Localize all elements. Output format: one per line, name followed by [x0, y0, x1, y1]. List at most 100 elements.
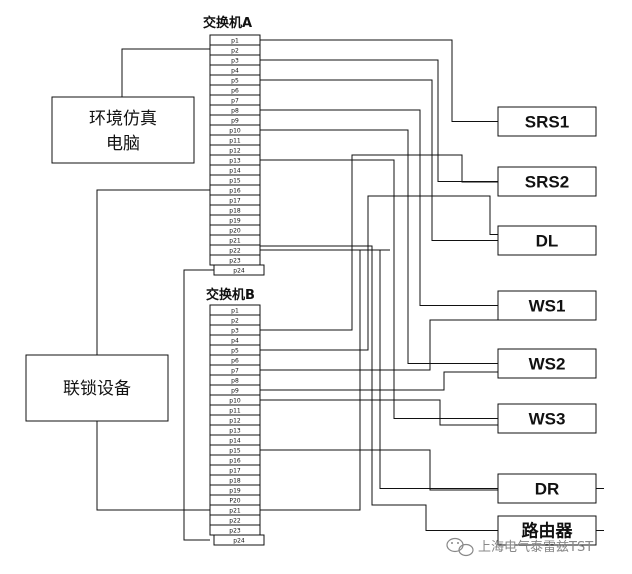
switch-a-port-label: p23 [229, 258, 241, 265]
switch-b-port-label: p3 [231, 328, 239, 335]
switch-b-port-label: p2 [231, 318, 239, 325]
wire-b-p21-up [260, 249, 390, 511]
switch-b-port-label: p12 [229, 418, 241, 425]
interlock-label: 联锁设备 [63, 379, 131, 399]
switch-a-port-24 [213, 264, 265, 276]
env-pc-label-line2: 电脑 [106, 134, 140, 154]
device-box-srs2 [497, 166, 597, 197]
wire-a-p22-dr [260, 249, 498, 489]
wire-a-p5-dl [260, 79, 498, 241]
switch-a-port-label: p3 [231, 58, 239, 65]
wire-interlock-a-p16 [96, 189, 210, 355]
switch-b-port-label: p21 [229, 508, 241, 515]
device-box-router [497, 515, 597, 546]
switch-b-port-label: p17 [229, 468, 241, 475]
switch-a-title: 交换机A [203, 15, 252, 31]
switch-b-port-label: P20 [229, 498, 240, 505]
device-box-ws3 [497, 403, 597, 434]
switch-a-port-label: p11 [229, 138, 241, 145]
switch-b-title: 交换机B [206, 287, 255, 303]
device-label-dr: DR [535, 480, 560, 499]
device-label-ws1: WS1 [529, 297, 566, 316]
switch-b-port-label: p16 [229, 458, 241, 465]
switch-a-port-label: p10 [229, 128, 241, 135]
switch-a-port-label: p22 [229, 248, 241, 255]
device-label-ws3: WS3 [529, 410, 566, 429]
switch-b-port-label: p9 [231, 388, 239, 395]
switch-a-port-label: p13 [229, 158, 241, 165]
interlock-box: 联锁设备 [25, 354, 169, 422]
device-box-ws1 [497, 290, 597, 321]
device-label-dl: DL [536, 232, 559, 251]
watermark: 上海电气泰雷兹TST [446, 537, 593, 557]
device-box-srs1 [497, 106, 597, 137]
device-box-dl [497, 225, 597, 256]
switch-a-port-label: p18 [229, 208, 241, 215]
switch-b-port-label: p1 [231, 308, 239, 315]
switch-b-port-label: p10 [229, 398, 241, 405]
switch-a-port-label: p15 [229, 178, 241, 185]
wire-a-p10-ws2 [260, 129, 498, 364]
switch-a-port-label: p14 [229, 168, 241, 175]
wire-b-p10-ws3 [260, 399, 498, 426]
switch-a-port-label: p16 [229, 188, 241, 195]
switch-b-port-label: p24 [233, 538, 245, 545]
switch-a-port-label: p12 [229, 148, 241, 155]
device-label-srs1: SRS1 [525, 113, 569, 132]
env-pc-box: 环境仿真 电脑 [51, 96, 195, 164]
device-label-ws2: WS2 [529, 355, 566, 374]
switch-b-port-label: p15 [229, 448, 241, 455]
switch-a-port-label: p5 [231, 78, 239, 85]
wire-b-p9-ws2 [260, 371, 498, 391]
switch-a-port-label: p2 [231, 48, 239, 55]
wire-b-p7-ws1 [260, 319, 498, 371]
wire-a-p8-ws1 [260, 109, 498, 306]
device-label-router: 路由器 [522, 521, 574, 542]
switch-a-port-label: p9 [231, 118, 239, 125]
switch-b-port-label: p18 [229, 478, 241, 485]
switch-a-port-label: p21 [229, 238, 241, 245]
switch-b-port-label: p11 [229, 408, 241, 415]
wechat-icon [446, 537, 474, 557]
wire-interlock-b-p21 [96, 421, 210, 511]
switch-b-port-label: p5 [231, 348, 239, 355]
switch-b-port-24 [213, 534, 265, 546]
switch-a-port-label: p19 [229, 218, 241, 225]
watermark-text: 上海电气泰雷兹TST [478, 539, 593, 555]
switch-b-port-label: p13 [229, 428, 241, 435]
switch-b-port-label: p19 [229, 488, 241, 495]
switch-b-port-label: p6 [231, 358, 239, 365]
switch-a-port-label: p17 [229, 198, 241, 205]
switch-a-port-label: p4 [231, 68, 239, 75]
switch-a-port-label: p6 [231, 88, 239, 95]
wire-a-p13-ws3 [260, 159, 498, 419]
switch-a-port-label: p8 [231, 108, 239, 115]
env-pc-label-line1: 环境仿真 [89, 109, 157, 129]
wire-a-p22-router [260, 245, 498, 531]
device-box-dr [497, 473, 597, 504]
wire-b-p3-srs2 [260, 154, 498, 331]
wire-b-p15-dr [260, 449, 498, 491]
wire-a-p1-srs1 [260, 39, 498, 122]
device-box-ws2 [497, 348, 597, 379]
switch-b-port-label: p22 [229, 518, 241, 525]
switch-b: p1 p2 p3 p4 p5 p6 p7 p8 p9 p10 p11 p12 p13 p14 p15 p16 p… [209, 304, 265, 546]
wire-envpc-a-p2 [121, 48, 210, 97]
switch-a-port-label: p20 [229, 228, 241, 235]
switch-b-port-label: p23 [229, 528, 241, 535]
switch-b-port-label: p7 [231, 368, 239, 375]
switch-b-port-label: p14 [229, 438, 241, 445]
switch-b-port-label: p8 [231, 378, 239, 385]
wire-b-p5-dl [260, 195, 498, 351]
wires [96, 39, 604, 541]
switch-a: p1 p2 p3 p4 p5 p6 p7 p8 p9 p10 p11 p12 p13 p14 p15 p16 p… [209, 34, 265, 276]
switch-a-port-label: p24 [233, 268, 245, 275]
switch-b-port-label: p4 [231, 338, 239, 345]
device-label-srs2: SRS2 [525, 173, 569, 192]
wire-a-p24-b-p24 [183, 269, 214, 541]
switch-a-port-label: p7 [231, 98, 239, 105]
switch-a-port-label: p1 [231, 38, 239, 45]
